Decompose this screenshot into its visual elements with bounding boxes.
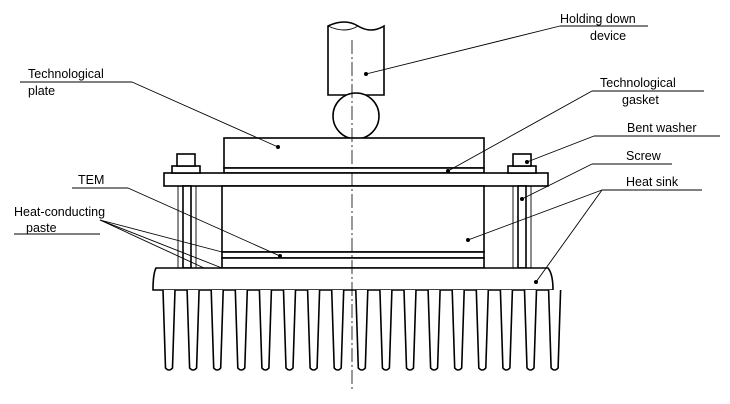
heat-sink-fin	[451, 289, 465, 371]
label-heat-sink: Heat sink	[626, 175, 679, 189]
label-holding-down-1: Holding down	[560, 12, 636, 26]
heat-sink-fin	[379, 289, 393, 371]
label-bent-washer: Bent washer	[627, 121, 696, 135]
clamp-plate	[163, 172, 549, 187]
leader-lines	[14, 25, 720, 284]
heat-sink-fin	[475, 289, 490, 371]
holding-down-rod	[327, 21, 385, 96]
rod-break-line	[327, 25, 359, 31]
heat-sink-fin	[306, 289, 321, 371]
heat-sink-fin	[547, 289, 562, 371]
heat-sink-fin	[330, 289, 345, 371]
heat-sink-fin	[258, 289, 273, 371]
tem-base-strip	[221, 257, 485, 269]
heat-sink-fin	[162, 289, 176, 371]
label-holding-down-2: device	[590, 29, 626, 43]
right-bent-washer	[507, 165, 537, 174]
tem-module	[221, 185, 485, 253]
left-screw-head	[176, 153, 196, 167]
label-paste-2: paste	[26, 221, 57, 235]
heat-conducting-paste-layer	[221, 251, 485, 259]
technological-plate	[223, 137, 485, 169]
heat-sink-fin	[282, 289, 297, 371]
heat-sink-fins	[162, 289, 562, 371]
heat-sink-fin	[427, 289, 441, 371]
label-tech-gasket-1: Technological	[600, 76, 676, 90]
left-bent-washer	[171, 165, 201, 174]
heat-sink-base	[152, 267, 554, 291]
heat-sink-fin	[210, 289, 224, 371]
labels: Holding down device Technological plate …	[14, 12, 696, 235]
heat-sink-fin	[234, 289, 249, 371]
label-tech-plate-1: Technological	[28, 67, 104, 81]
pressing-ball	[332, 92, 380, 140]
heat-sink-fin	[186, 289, 200, 371]
right-screw-head	[512, 153, 532, 167]
heat-sink-fin	[499, 289, 514, 371]
label-paste-1: Heat-conducting	[14, 205, 105, 219]
label-tech-plate-2: plate	[28, 84, 55, 98]
label-screw: Screw	[626, 149, 662, 163]
label-tech-gasket-2: gasket	[622, 93, 659, 107]
label-tem: TEM	[78, 173, 104, 187]
heat-sink-fin	[403, 289, 417, 371]
heat-sink-fin	[523, 289, 538, 371]
heat-sink-fin	[355, 289, 369, 371]
